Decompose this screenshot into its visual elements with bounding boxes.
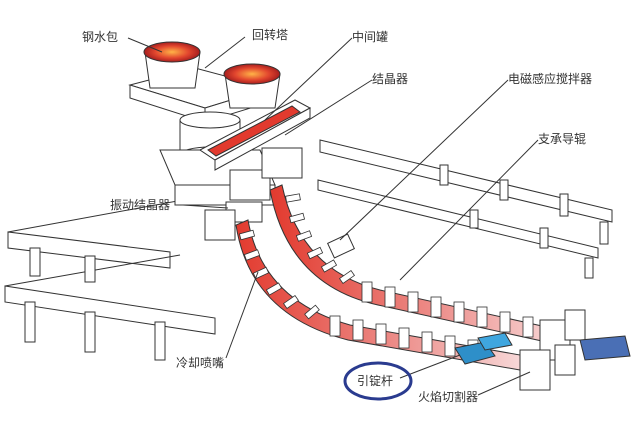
label-mould: 结晶器 bbox=[372, 72, 409, 86]
label-support-rolls: 支承导辊 bbox=[538, 132, 587, 146]
tundish bbox=[199, 99, 312, 171]
label-torch-cutter: 火焰切割器 bbox=[418, 390, 479, 404]
label-turret: 回转塔 bbox=[252, 28, 289, 42]
floor-platform-left bbox=[4, 194, 216, 361]
label-ladle: 钢水包 bbox=[82, 30, 119, 44]
highlight-circle bbox=[343, 361, 413, 401]
label-em-stirrer: 电磁感应搅拌器 bbox=[508, 72, 593, 86]
dummy-bar bbox=[454, 332, 513, 365]
oscillating-mould bbox=[204, 147, 303, 241]
torch-cutter bbox=[519, 309, 631, 391]
label-oscillating-mould: 振动结晶器 bbox=[110, 198, 171, 212]
ladle-right bbox=[223, 63, 281, 109]
label-dummy-bar: 引锭杆 bbox=[357, 374, 394, 388]
label-tundish: 中间罐 bbox=[352, 30, 389, 44]
support-rolls bbox=[238, 193, 534, 361]
label-cooling-nozzle: 冷却喷嘴 bbox=[176, 356, 225, 370]
ladle-left bbox=[143, 41, 201, 89]
floor-platform-right bbox=[317, 139, 613, 279]
leader-lines bbox=[127, 36, 539, 396]
em-stirrer bbox=[326, 233, 356, 259]
